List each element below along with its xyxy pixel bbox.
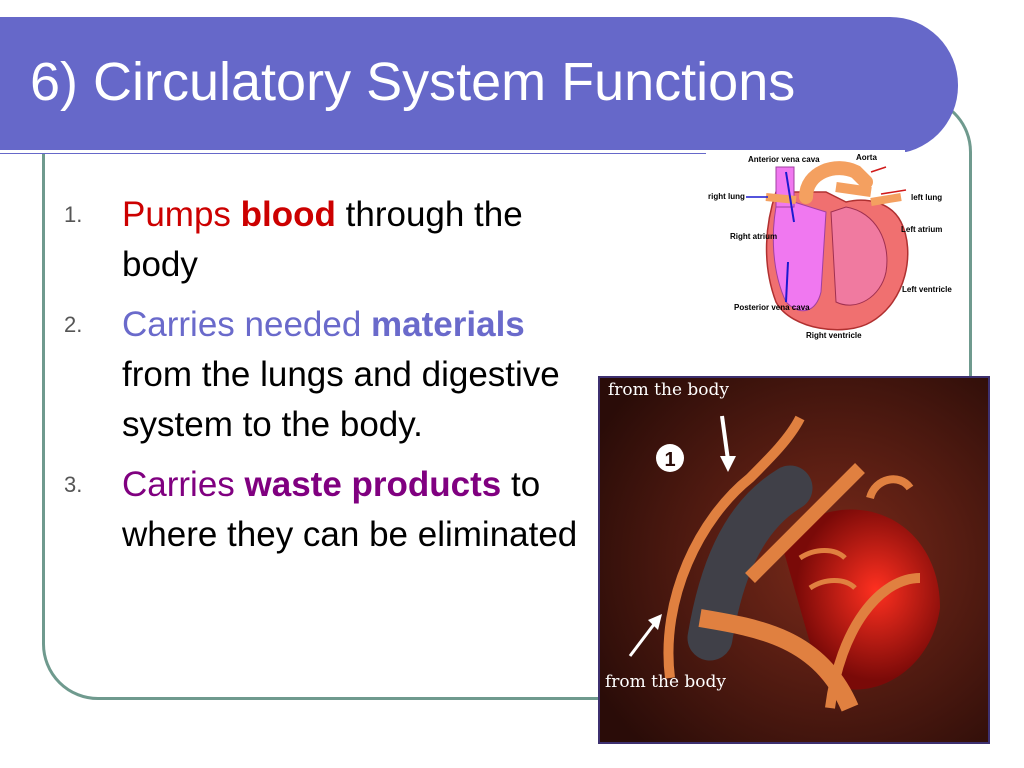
label-from-body-top: from the body [608,380,730,400]
list-text: Carries waste products to where they can… [122,460,596,560]
label-left-atrium: Left atrium [901,225,942,234]
list-lead: Carries needed [122,305,372,344]
heart-photo: 1 from the body from the body [598,376,990,744]
list-bold: materials [371,305,525,344]
step-number: 1 [664,449,675,471]
list-text: Pumps blood through the body [122,190,596,290]
list-number: 1. [64,202,83,227]
slide-title: 6) Circulatory System Functions [30,52,796,112]
label-left-ventricle: Left ventricle [902,285,952,294]
label-right-atrium: Right atrium [730,232,777,241]
list-item: 3. Carries waste products to where they … [56,460,596,560]
list-bold: waste products [244,465,502,504]
label-anterior-vena-cava: Anterior vena cava [748,155,820,164]
label-posterior-vena-cava: Posterior vena cava [734,303,810,312]
list-rest: through the body [122,195,523,284]
list-bold: blood [240,195,336,234]
list-item: 2. Carries needed materials from the lun… [56,300,596,450]
list-lead: Carries [122,465,245,504]
heart-diagram-illustration: Anterior vena cava Aorta right lung left… [708,153,952,340]
title-bar: 6) Circulatory System Functions [0,17,958,154]
label-aorta: Aorta [856,153,877,162]
label-right-lung: right lung [708,192,745,201]
list-number: 2. [64,312,83,337]
label-right-ventricle: Right ventricle [806,331,862,340]
label-from-body-bottom: from the body [605,672,727,692]
list-item: 1. Pumps blood through the body [56,190,596,290]
list-number: 3. [64,472,83,497]
list-lead: Pumps [122,195,241,234]
title-underline [0,150,905,153]
function-list: 1. Pumps blood through the body 2. Carri… [56,190,596,570]
heart-diagram: Anterior vena cava Aorta right lung left… [706,152,958,342]
label-left-lung: left lung [911,193,942,202]
list-rest: from the lungs and digestive system to t… [122,355,560,444]
list-rest: to where they can be eliminated [122,465,578,554]
heart-photo-illustration: 1 [600,378,988,742]
list-text: Carries needed materials from the lungs … [122,300,596,450]
